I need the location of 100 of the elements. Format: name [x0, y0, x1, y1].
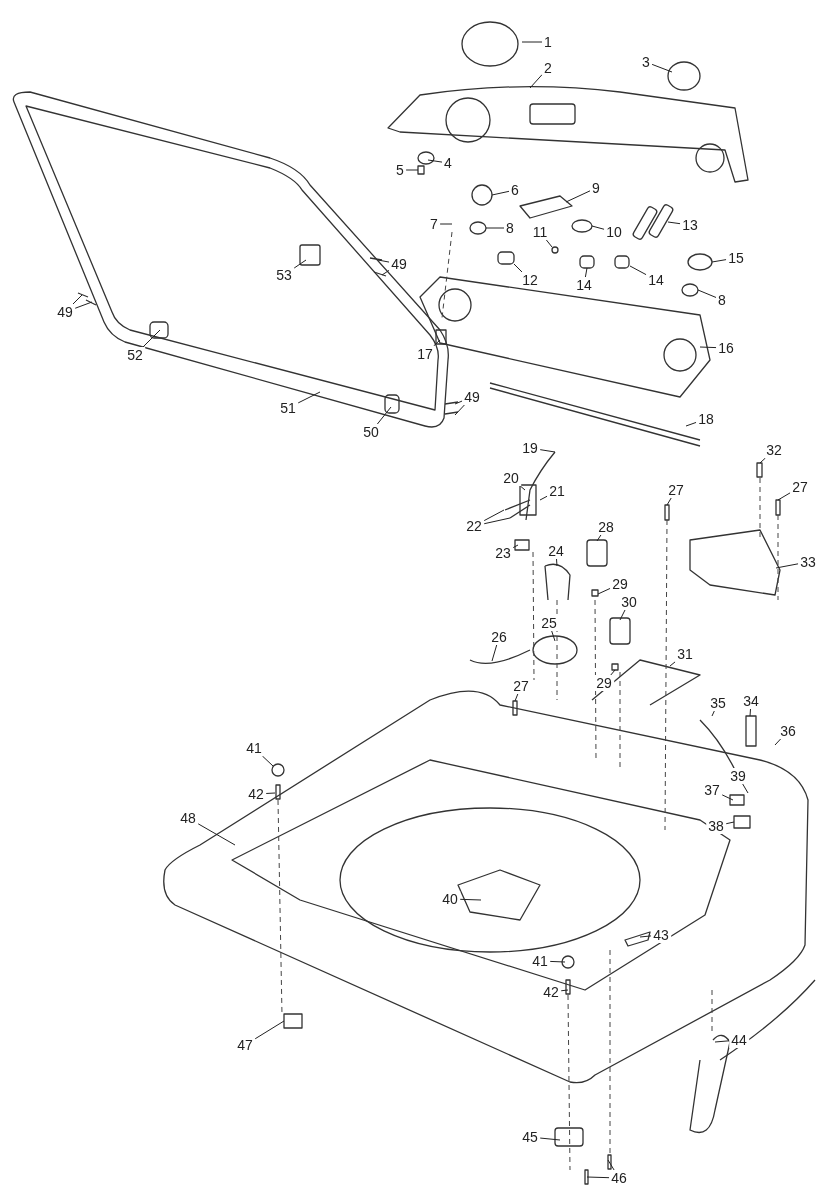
leader-line	[759, 457, 766, 464]
callout-number: 41	[244, 740, 264, 756]
leader-line	[596, 534, 602, 542]
leader-line	[749, 708, 751, 717]
leader-line	[545, 239, 553, 248]
leader-line	[427, 159, 443, 163]
leader-line	[775, 563, 799, 569]
leader-line	[774, 738, 782, 746]
callout-number: 41	[530, 953, 550, 969]
callout-number: 19	[520, 440, 540, 456]
callout-number: 40	[440, 891, 460, 907]
leader-line	[711, 259, 727, 263]
callout-number: 24	[546, 543, 566, 559]
leader-line	[584, 267, 588, 278]
callout-number: 27	[790, 479, 810, 495]
callout-number: 10	[604, 224, 624, 240]
callout-number: 7	[428, 216, 440, 232]
leader-line	[491, 644, 498, 662]
leader-line	[293, 259, 307, 269]
leader-line	[551, 630, 556, 642]
callout-number: 29	[594, 675, 614, 691]
leader-line	[381, 269, 390, 276]
leader-line	[669, 661, 676, 667]
leader-line	[514, 693, 519, 702]
leader-line	[666, 497, 672, 506]
callout-number: 49	[462, 389, 482, 405]
leader-line	[512, 544, 519, 549]
callout-number: 11	[530, 224, 550, 240]
leader-line	[699, 346, 717, 349]
callout-number: 27	[511, 678, 531, 694]
callout-number: 53	[274, 267, 294, 283]
leader-line	[74, 301, 93, 309]
callout-number: 8	[716, 292, 728, 308]
leader-line	[454, 404, 465, 416]
leader-line	[539, 1137, 561, 1141]
leader-line	[586, 1176, 610, 1179]
callout-number: 3	[640, 54, 652, 70]
callout-number: 14	[574, 277, 594, 293]
leader-line	[629, 265, 647, 276]
leader-line	[376, 406, 392, 425]
leader-line	[142, 329, 161, 348]
callout-number: 30	[619, 594, 639, 610]
leader-line	[483, 517, 511, 525]
leader-line	[454, 400, 463, 405]
callout-number: 14	[646, 272, 666, 288]
leader-line	[556, 558, 558, 567]
leader-line	[685, 421, 697, 427]
callout-number: 20	[501, 470, 521, 486]
callout-number: 2	[542, 60, 554, 76]
callout-number: 13	[680, 217, 700, 233]
leader-line	[565, 190, 591, 203]
callout-number: 32	[764, 442, 784, 458]
leader-line	[254, 1020, 285, 1040]
leader-line	[597, 587, 611, 595]
leader-line	[651, 63, 673, 73]
callout-number: 26	[489, 629, 509, 645]
leader-line	[742, 783, 749, 794]
callout-number: 38	[706, 818, 726, 834]
leader-line	[521, 41, 543, 43]
callout-number: 23	[493, 545, 513, 561]
callout-number: 5	[394, 162, 406, 178]
leader-line	[610, 669, 616, 676]
callout-number: 51	[278, 400, 298, 416]
leader-line	[539, 495, 548, 501]
leader-line	[549, 960, 566, 963]
callout-number: 1	[542, 34, 554, 50]
callout-number: 50	[361, 424, 381, 440]
leader-line	[560, 989, 569, 992]
callout-number: 49	[55, 304, 75, 320]
callout-number: 44	[729, 1032, 749, 1048]
leader-line	[529, 74, 543, 89]
callout-number: 48	[178, 810, 198, 826]
callout-number: 18	[696, 411, 716, 427]
callout-number: 8	[504, 220, 516, 236]
callout-number: 45	[520, 1129, 540, 1145]
callout-number: 42	[541, 984, 561, 1000]
leader-line	[607, 1159, 615, 1171]
leader-line	[377, 259, 390, 263]
leader-line	[265, 792, 276, 794]
leader-line	[667, 221, 681, 225]
callout-number: 46	[609, 1170, 629, 1186]
leader-line	[591, 225, 605, 230]
leader-line	[433, 339, 441, 347]
leader-line	[459, 898, 482, 901]
leader-line	[725, 821, 735, 825]
leader-line	[519, 485, 526, 491]
callout-number: 34	[741, 693, 761, 709]
leader-line	[439, 223, 453, 225]
callout-number: 33	[798, 554, 818, 570]
callout-number: 42	[246, 786, 266, 802]
leader-line	[483, 509, 505, 522]
callout-number: 37	[702, 782, 722, 798]
callout-number: 22	[464, 518, 484, 534]
callout-number: 25	[539, 615, 559, 631]
callout-number: 6	[509, 182, 521, 198]
callout-number: 31	[675, 646, 695, 662]
leader-line	[485, 227, 505, 229]
callout-number: 9	[590, 180, 602, 196]
callout-number: 43	[651, 927, 671, 943]
callout-number: 52	[125, 347, 145, 363]
